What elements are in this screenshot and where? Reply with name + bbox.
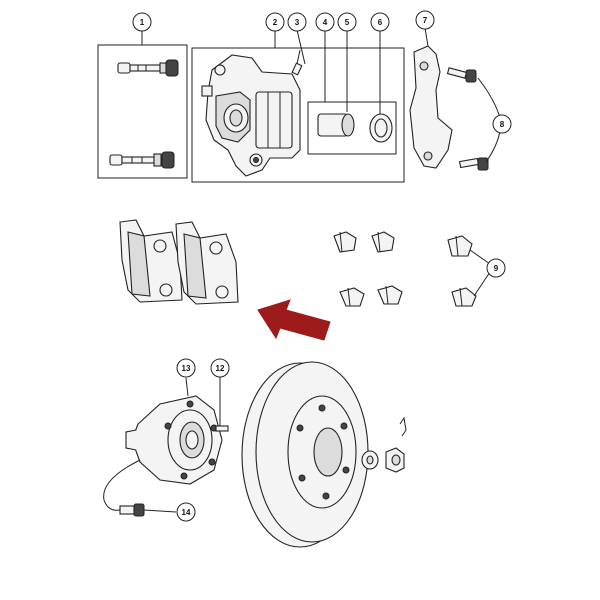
adapter-bolt-lower <box>458 157 489 171</box>
brake-pad-outer <box>175 221 239 305</box>
svg-text:1: 1 <box>140 18 145 27</box>
wheel-stud <box>215 376 229 432</box>
caliper-kit <box>191 29 405 183</box>
svg-text:7: 7 <box>423 16 428 25</box>
guide-pin-kit <box>97 30 188 179</box>
callout-6: 6 <box>370 12 390 32</box>
callout-8: 8 <box>492 114 512 134</box>
callout-3: 3 <box>287 12 307 32</box>
svg-text:12: 12 <box>216 364 225 373</box>
brake-pad-inner <box>119 219 183 303</box>
svg-text:3: 3 <box>295 18 300 27</box>
svg-text:2: 2 <box>273 18 278 27</box>
callout-13: 13 <box>176 358 196 378</box>
svg-text:9: 9 <box>494 264 499 273</box>
callout-5: 5 <box>337 12 357 32</box>
guide-pin-lower <box>109 151 175 169</box>
brake-rotor <box>241 361 369 548</box>
callout-4: 4 <box>315 12 335 32</box>
pad-clip-4 <box>377 285 403 305</box>
pad-clip-1 <box>333 231 357 253</box>
callout-12: 12 <box>210 358 230 378</box>
piston-seal-box <box>307 101 397 155</box>
callout-7: 7 <box>415 10 435 30</box>
pad-clip-5 <box>447 235 473 257</box>
caliper-box <box>191 47 405 183</box>
callout-1: 1 <box>132 12 152 32</box>
svg-text:6: 6 <box>378 18 383 27</box>
callout-9: 9 <box>486 258 506 278</box>
pad-clips <box>333 231 491 307</box>
adapter-bolt-upper <box>446 67 477 83</box>
bleeder-screw <box>291 49 303 76</box>
hub-bearing <box>125 395 223 485</box>
svg-text:8: 8 <box>500 120 505 129</box>
piston-seal <box>369 113 393 143</box>
brake-pad-set <box>119 219 239 305</box>
svg-text:4: 4 <box>323 18 328 27</box>
callouts: 1 2 3 4 5 6 7 8 9 12 13 14 <box>132 10 512 522</box>
svg-text:13: 13 <box>182 364 191 373</box>
pad-clip-2 <box>371 231 395 253</box>
caliper-piston <box>317 113 355 137</box>
pad-clip-6 <box>451 287 477 307</box>
guide-pin-upper <box>117 59 179 77</box>
hub-bolt <box>103 459 177 517</box>
callout-2: 2 <box>265 12 285 32</box>
callout-14: 14 <box>176 502 196 522</box>
svg-text:5: 5 <box>345 18 350 27</box>
caliper-adapter <box>409 27 453 169</box>
direction-arrow <box>257 299 331 341</box>
svg-text:14: 14 <box>182 508 191 517</box>
rotor-hardware <box>361 416 407 473</box>
caliper-body <box>201 54 301 177</box>
pad-clip-3 <box>339 287 365 307</box>
